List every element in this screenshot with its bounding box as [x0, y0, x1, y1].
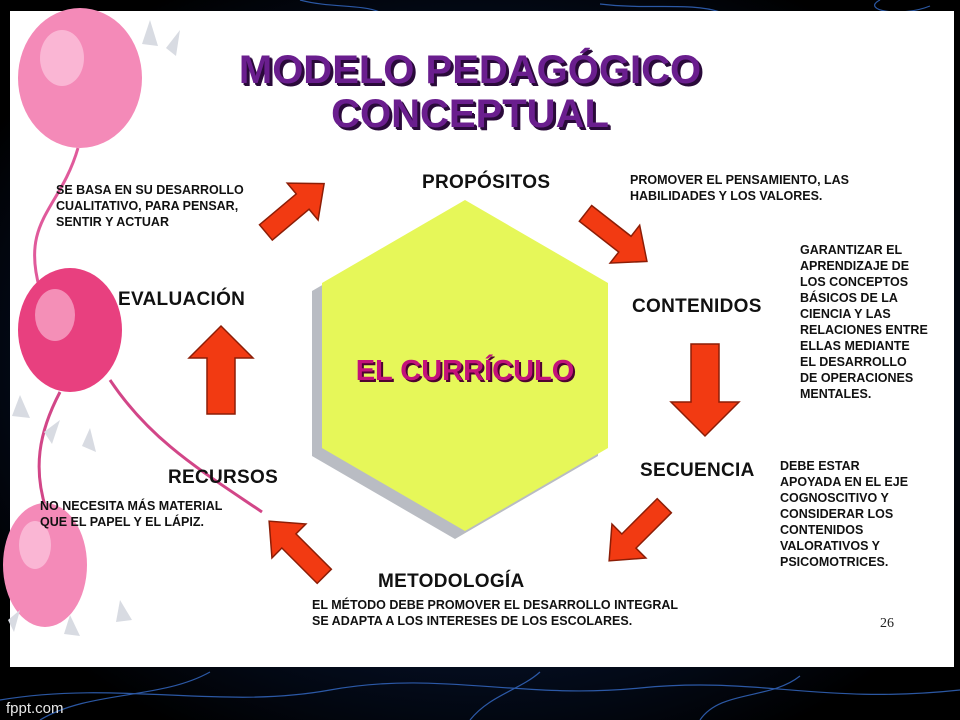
page-title: MODELO PEDAGÓGICO CONCEPTUAL [190, 48, 750, 136]
balloon-decoration [3, 8, 263, 636]
arrow-contenidos-to-secuencia [669, 343, 741, 438]
arrow-evaluacion-to-proposito [258, 182, 325, 242]
recursos-description: NO NECESITA MÁS MATERIAL QUE EL PAPEL Y … [40, 499, 223, 529]
arrow-recursos-to-evaluacion [187, 324, 255, 415]
proposito-description: PROMOVER EL PENSAMIENTO, LAS HABILIDADES… [630, 173, 850, 203]
watermark: fppt.com [6, 700, 64, 717]
arrow-metodologia-to-recursos [268, 520, 333, 585]
evaluacion-label: EVALUACIÓN [118, 289, 246, 310]
recursos-label: RECURSOS [168, 467, 279, 488]
page-number: 26 [880, 616, 894, 631]
contenidos-label: CONTENIDOS [632, 296, 762, 317]
cycle-arrows [187, 182, 741, 585]
title-line-2: CONCEPTUAL [331, 92, 609, 136]
curriculum-hexagon [322, 200, 608, 531]
proposito-label: PROPÓSITOS [422, 172, 551, 193]
contenidos-description: GARANTIZAR EL APRENDIZAJE DE LOS CONCEPT… [800, 243, 928, 401]
metodologia-label: METODOLOGÍA [378, 571, 525, 592]
center-label: EL CURRÍCULO [355, 355, 575, 387]
arrow-proposito-to-contenidos [578, 204, 648, 264]
secuencia-label: SECUENCIA [640, 460, 755, 481]
title-line-1: MODELO PEDAGÓGICO [238, 48, 702, 92]
secuencia-description: DEBE ESTAR APOYADA EN EL EJE COGNOSCITIV… [780, 459, 909, 569]
arrow-secuencia-to-metodologia [608, 497, 673, 562]
evaluacion-description: SE BASA EN SU DESARROLLO CUALITATIVO, PA… [56, 183, 244, 229]
metodologia-description: EL MÉTODO DEBE PROMOVER EL DESARROLLO IN… [312, 598, 679, 628]
